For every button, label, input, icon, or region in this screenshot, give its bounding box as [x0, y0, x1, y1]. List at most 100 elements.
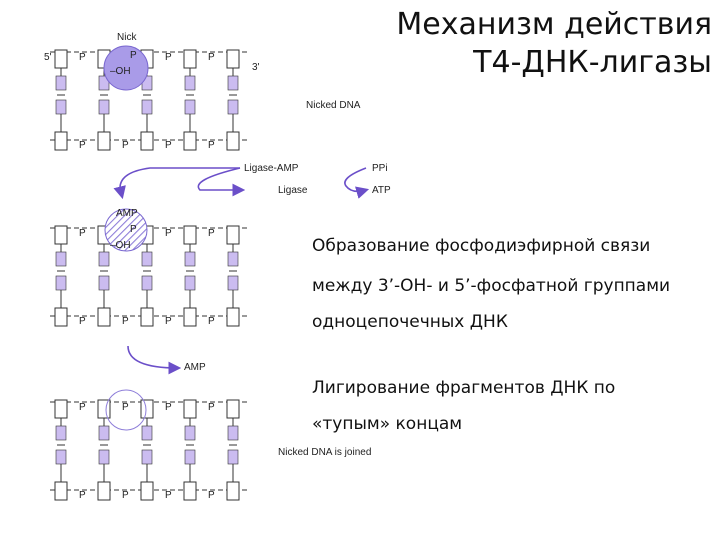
panel-1-phosphate-label: P — [122, 140, 129, 151]
panel-1-bottom-sugar — [226, 131, 240, 151]
panel-1-phosphate-label: P — [79, 140, 86, 151]
panel-3-base-bottom — [227, 449, 239, 465]
ligase-amp-arrow — [113, 167, 240, 200]
panel-3-phosphate-label: P — [165, 402, 172, 413]
panel-3-base-bottom — [141, 449, 153, 465]
nick-circle — [103, 45, 149, 91]
label-ligase-amp: Ligase-AMP — [244, 163, 299, 174]
panel-1-top-sugar — [226, 49, 240, 69]
panel-3-top-sugar — [226, 399, 240, 419]
ligase-return-arrow — [197, 167, 246, 197]
panel-3-bottom-sugar — [97, 481, 111, 501]
panel-1-bottom-sugar — [97, 131, 111, 151]
panel-3-phosphate-label: P — [165, 490, 172, 501]
panel-1-phosphate-label: P — [208, 140, 215, 151]
panel-1-base-top — [55, 75, 67, 91]
caption-line-2: между 3’-ОН- и 5’-фосфатной группами — [312, 276, 671, 296]
panel-3-top-sugar — [54, 399, 68, 419]
panel-1-top-sugar — [183, 49, 197, 69]
panel-3-base-top — [141, 425, 153, 441]
panel-1-phosphate-label: P — [79, 52, 86, 63]
slide-title: Механизм действия Т4-ДНК-лигазы — [352, 6, 712, 82]
panel-2-phosphate-label: P — [122, 316, 129, 327]
panel-2-phosphate-label: P — [79, 316, 86, 327]
panel-3-base-top — [98, 425, 110, 441]
panel-1-bottom-sugar — [140, 131, 154, 151]
panel-2-base-bottom — [141, 275, 153, 291]
panel-2-base-bottom — [55, 275, 67, 291]
panel-2-base-bottom — [184, 275, 196, 291]
label-p-nick: P — [130, 50, 137, 61]
panel-1-base-bottom — [98, 99, 110, 115]
panel-3-top-sugar — [140, 399, 154, 419]
panel-2-phosphate-label: P — [208, 316, 215, 327]
panel-2-base-bottom — [98, 275, 110, 291]
panel-1-bottom-sugar — [183, 131, 197, 151]
amp-release-arrow — [127, 345, 182, 375]
panel-2-phosphate-label: P — [208, 228, 215, 239]
panel-3-base-bottom — [184, 449, 196, 465]
panel-3-bottom-sugar — [54, 481, 68, 501]
panel-1-bottom-sugar — [54, 131, 68, 151]
panel-2-bottom-sugar — [97, 307, 111, 327]
panel-2-phosphate-label: P — [165, 316, 172, 327]
panel-3-phosphate-label: P — [208, 402, 215, 413]
label-nicked-dna: Nicked DNA — [306, 100, 361, 111]
panel-3-base-bottom — [55, 449, 67, 465]
panel-3-bottom-sugar — [226, 481, 240, 501]
label-amp-circle: AMP — [116, 208, 138, 219]
label-ppi: PPi — [372, 163, 388, 174]
panel-3-phosphate-label: P — [208, 490, 215, 501]
panel-2-phosphate-label: P — [165, 228, 172, 239]
panel-1-phosphate-label: P — [165, 140, 172, 151]
panel-3-phosphate-label: P — [122, 490, 129, 501]
panel-2-top-sugar — [54, 225, 68, 245]
panel-3-phosphate-label: P — [79, 402, 86, 413]
panel-2-bottom-sugar — [183, 307, 197, 327]
panel-1-base-bottom — [227, 99, 239, 115]
panel-3-phosphate-label: P — [79, 490, 86, 501]
panel-2-base-top — [55, 251, 67, 267]
panel-1-base-bottom — [55, 99, 67, 115]
label-atp: ATP — [372, 185, 391, 196]
caption-line-5: «тупым» концам — [312, 414, 463, 434]
label-p-amp: P — [130, 224, 137, 235]
label-nicked-dna-joined: Nicked DNA is joined — [278, 447, 371, 458]
panel-3-bottom-sugar — [140, 481, 154, 501]
panel-2-bottom-sugar — [140, 307, 154, 327]
title-line-1: Механизм действия — [396, 7, 712, 42]
panel-1-base-bottom — [141, 99, 153, 115]
label-3prime: 3' — [252, 62, 260, 73]
panel-2-base-top — [141, 251, 153, 267]
label-ligase: Ligase — [278, 185, 308, 196]
label-oh-amp: –OH — [110, 240, 131, 251]
panel-2-top-sugar — [226, 225, 240, 245]
panel-2-top-sugar — [183, 225, 197, 245]
panel-2-bottom-sugar — [226, 307, 240, 327]
panel-2-bottom-sugar — [54, 307, 68, 327]
panel-2-base-top — [184, 251, 196, 267]
panel-3-base-top — [184, 425, 196, 441]
caption-line-3: одноцепочечных ДНК — [312, 312, 508, 332]
panel-1-top-sugar — [54, 49, 68, 69]
amp-intermediate-circle — [104, 208, 148, 252]
panel-1-phosphate-label: P — [165, 52, 172, 63]
panel-3-top-sugar — [183, 399, 197, 419]
panel-2-base-bottom — [227, 275, 239, 291]
label-nick: Nick — [117, 32, 137, 43]
panel-3-base-bottom — [98, 449, 110, 465]
panel-1-phosphate-label: P — [208, 52, 215, 63]
panel-2-phosphate-label: P — [79, 228, 86, 239]
label-oh-nick: –OH — [110, 66, 131, 77]
panel-3-bottom-sugar — [183, 481, 197, 501]
caption-line-1: Образование фосфодиэфирной связи — [312, 236, 651, 256]
panel-3-phosphate-label: P — [122, 402, 129, 413]
atp-ppi-cycle-arrow — [344, 167, 370, 199]
panel-2-base-top — [227, 251, 239, 267]
title-line-2: Т4-ДНК-лигазы — [473, 45, 712, 80]
panel-1-base-bottom — [184, 99, 196, 115]
label-5prime: 5' — [44, 52, 52, 63]
panel-1-base-top — [227, 75, 239, 91]
panel-3-base-top — [55, 425, 67, 441]
